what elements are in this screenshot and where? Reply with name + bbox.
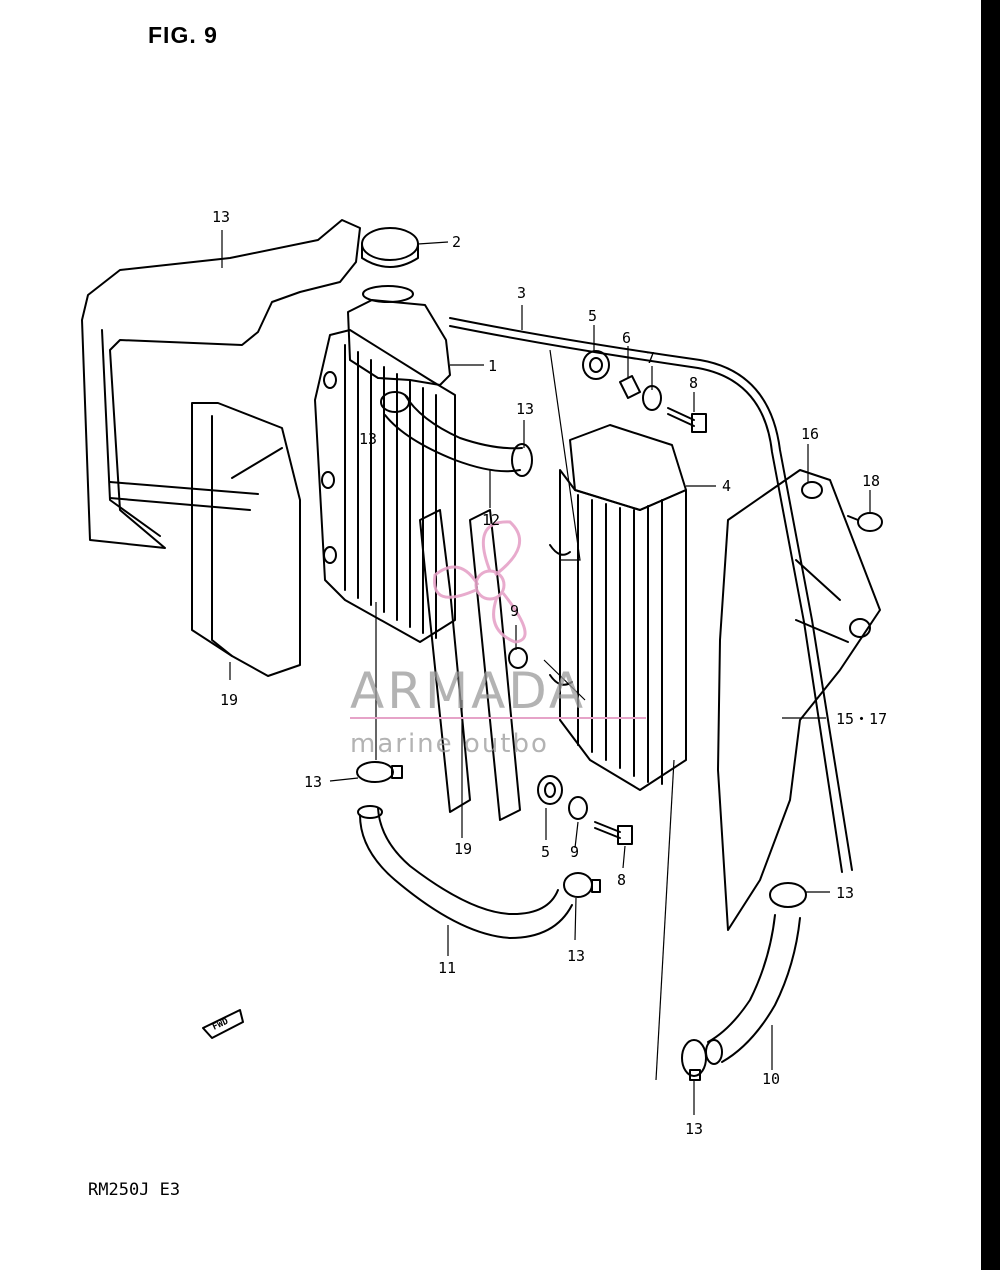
callout-10: 10 [762, 1070, 780, 1088]
fwd-arrow-icon [202, 1009, 244, 1039]
callout-19-center: 19 [454, 840, 472, 858]
model-code: RM250J E3 [88, 1180, 181, 1200]
louver-guard-left [191, 402, 301, 677]
lower-hose-left [357, 805, 573, 939]
watermark-brand: ARMADA [350, 662, 586, 720]
hose-clamp-c [511, 443, 533, 477]
radiator-left [314, 285, 456, 643]
washer-mid [508, 647, 528, 669]
watermark-tagline: marine outbo [350, 729, 549, 759]
callout-9-lower: 9 [570, 843, 579, 861]
callout-3: 3 [517, 284, 526, 302]
callout-8-upper: 8 [689, 374, 698, 392]
mount-grommet-upper [582, 350, 610, 380]
callout-15-17: 15・17 [836, 710, 887, 728]
callout-16: 16 [801, 425, 819, 443]
trim-screw [847, 512, 883, 532]
bolt-upper [667, 407, 707, 433]
callout-13-left: 13 [359, 430, 377, 448]
hose-clamp-a [356, 761, 403, 783]
watermark-logo [433, 520, 527, 644]
callout-18: 18 [862, 472, 880, 490]
radiator-shroud-right [717, 469, 881, 931]
callout-13-right: 13 [836, 884, 854, 902]
callout-14: 13 [212, 208, 230, 226]
washer-lower [568, 796, 588, 820]
callout-2: 2 [452, 233, 461, 251]
hose-clamp-b [563, 872, 601, 898]
hose-clamp-d [769, 882, 807, 908]
callout-4: 4 [722, 477, 731, 495]
callout-7: 7 [646, 349, 655, 367]
callout-12: 12 [482, 511, 500, 529]
callout-8-lower: 8 [617, 871, 626, 889]
callout-6: 6 [622, 329, 631, 347]
callout-5-upper: 5 [588, 307, 597, 325]
callout-5-lower: 5 [541, 843, 550, 861]
radiator-right [549, 424, 687, 791]
breather-tube [449, 317, 853, 873]
louver-strips-center [419, 509, 521, 821]
lower-hose-right [705, 914, 801, 1065]
hose-clamp-e [681, 1039, 707, 1081]
radiator-shroud-left [81, 219, 361, 549]
right-edge-bar [981, 0, 1000, 1270]
figure-title: FIG. 9 [148, 22, 218, 48]
radiator-cap [361, 227, 419, 268]
callout-13-bottom: 13 [685, 1120, 703, 1138]
mount-grommet-lower [537, 775, 563, 805]
bolt-lower [594, 821, 633, 845]
callout-19-left: 19 [220, 691, 238, 709]
collar-upper [619, 375, 641, 399]
callout-13-lower-center: 13 [567, 947, 585, 965]
callout-9-mid: 9 [510, 602, 519, 620]
callout-13-lower-left: 13 [304, 773, 322, 791]
callout-11: 11 [438, 959, 456, 977]
upper-radiator-hose [380, 391, 523, 473]
callout-1: 1 [488, 357, 497, 375]
callout-13-upper: 13 [516, 400, 534, 418]
